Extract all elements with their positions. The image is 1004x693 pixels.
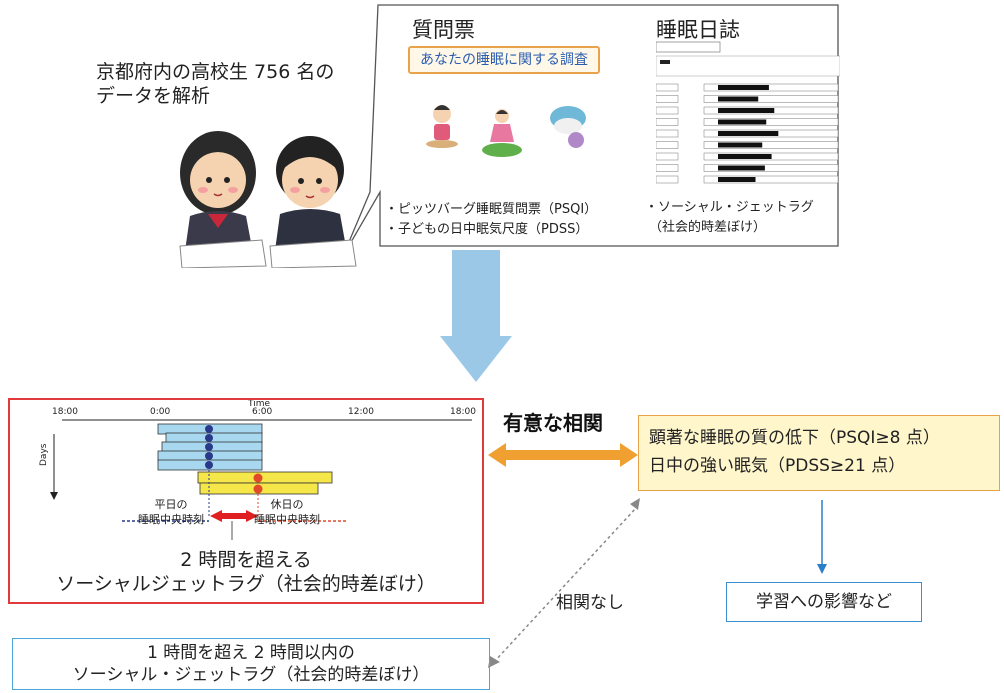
diary-date-cell xyxy=(656,141,679,149)
diary-date-cell xyxy=(656,129,679,138)
study-description: 京都府内の高校生 756 名の データを解析 xyxy=(96,60,334,108)
diary-sleep-bar xyxy=(718,154,772,159)
questionnaire-bullets: ・ピッツバーグ睡眠質問票（PSQI） ・子どもの日中眠気尺度（PDSS） xyxy=(385,200,597,240)
diary-sleep-bar xyxy=(718,177,756,182)
caption-line1: 2 時間を超える xyxy=(180,549,312,571)
blue-line2: ソーシャル・ジェットラグ（社会的時差ぼけ） xyxy=(72,665,430,685)
study-desc-line1: 京都府内の高校生 756 名の xyxy=(96,61,335,83)
diary-date-cell xyxy=(656,152,679,161)
jetlag-bullet: ・ソーシャル・ジェットラグ xyxy=(645,200,814,215)
learning-impact-box: 学習への影響など xyxy=(726,582,922,622)
diary-date-cell xyxy=(656,118,679,126)
diary-sleep-bar xyxy=(718,108,775,113)
diary-time-row xyxy=(703,175,839,184)
blue-line1: 1 時間を超え 2 時間以内の xyxy=(147,643,355,663)
diary-time-row xyxy=(703,95,839,103)
result-line1: 顕著な睡眠の質の低下（PSQI≥8 点） xyxy=(649,428,940,448)
questionnaire-title: 質問票 xyxy=(412,18,475,42)
jetlag-sub: （社会的時差ぼけ） xyxy=(649,220,767,235)
weekday-midpoint-label: 平日の 睡眠中央時刻 xyxy=(138,497,204,527)
tick-0: 0:00 xyxy=(150,407,170,417)
moderate-jetlag-box: 1 時間を超え 2 時間以内の ソーシャル・ジェットラグ（社会的時差ぼけ） xyxy=(12,638,490,690)
diary-sleep-bar xyxy=(718,96,759,102)
study-desc-line2: データを解析 xyxy=(96,85,211,107)
diary-sleep-bar xyxy=(718,131,779,136)
result-line2: 日中の強い眠気（PDSS≥21 点） xyxy=(649,456,906,476)
diary-sleep-bar xyxy=(718,119,767,125)
tick-18-right: 18:00 xyxy=(450,407,476,417)
tick-6: 6:00 xyxy=(252,407,272,417)
diary-time-row xyxy=(703,83,839,92)
weekday-label-2: 睡眠中央時刻 xyxy=(138,513,204,526)
diary-date-cell xyxy=(656,83,679,92)
diary-date-cell xyxy=(656,106,679,115)
psqi-bullet: ・ピッツバーグ睡眠質問票（PSQI） xyxy=(385,202,598,217)
holiday-label-1: 休日の xyxy=(270,498,304,511)
large-jetlag-caption: 2 時間を超える ソーシャルジェットラグ（社会的時差ぼけ） xyxy=(8,548,484,596)
no-correlation-label: 相関なし xyxy=(556,593,624,613)
result-box: 顕著な睡眠の質の低下（PSQI≥8 点） 日中の強い眠気（PDSS≥21 点） xyxy=(638,415,1000,491)
caption-line2: ソーシャルジェットラグ（社会的時差ぼけ） xyxy=(56,573,436,595)
time-axis-label: Time xyxy=(247,400,270,409)
diary-time-row xyxy=(703,141,839,149)
pdss-bullet: ・子どもの日中眠気尺度（PDSS） xyxy=(385,222,589,237)
survey-illustrations xyxy=(426,105,586,157)
down-arrow xyxy=(817,500,827,574)
significant-correlation-label: 有意な相関 xyxy=(503,411,603,435)
survey-banner: あなたの睡眠に関する調査 xyxy=(408,46,600,74)
sleep-diary-title: 睡眠日誌 xyxy=(656,18,740,42)
weekday-label-1: 平日の xyxy=(154,498,188,511)
holiday-label-2: 睡眠中央時刻 xyxy=(254,513,320,526)
sleep-diary-thumbnail xyxy=(656,41,840,184)
tick-18-left: 18:00 xyxy=(52,407,78,417)
students-illustration xyxy=(179,131,357,268)
holiday-midpoint-label: 休日の 睡眠中央時刻 xyxy=(254,497,320,527)
days-axis-label: Days xyxy=(39,443,49,466)
diary-date-cell xyxy=(656,95,679,103)
diary-sleep-bar xyxy=(718,85,769,90)
sleep-timing-chart: Time 18:00 0:00 6:00 12:00 18:00 Days xyxy=(39,400,476,540)
tick-12: 12:00 xyxy=(348,407,374,417)
no-correlation-arrow xyxy=(488,498,640,668)
diary-bullets: ・ソーシャル・ジェットラグ （社会的時差ぼけ） xyxy=(645,198,814,238)
orange-double-arrow xyxy=(488,443,638,467)
diary-time-row xyxy=(703,118,839,126)
diary-date-cell xyxy=(656,175,679,184)
diary-sleep-bar xyxy=(718,165,765,171)
sleep-diary-rows xyxy=(656,83,839,184)
large-jetlag-box xyxy=(8,398,484,604)
diary-time-row xyxy=(703,164,839,172)
diary-date-cell xyxy=(656,164,679,172)
big-down-arrow xyxy=(440,250,512,382)
diary-sleep-bar xyxy=(718,142,763,148)
